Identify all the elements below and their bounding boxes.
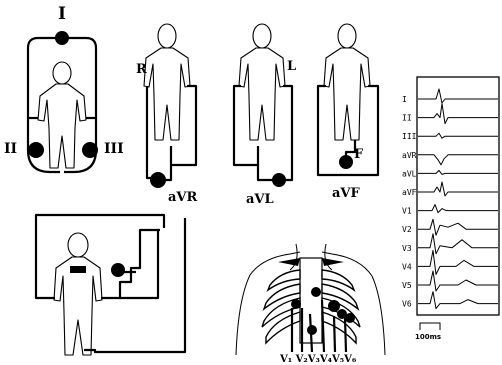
lead-label-v3: V3 (402, 244, 412, 253)
scale-label: 100ms (415, 333, 441, 341)
precordial-electrode (111, 263, 125, 277)
lead-label-v5: V5 (402, 281, 412, 290)
figure-body (54, 233, 102, 355)
avr-electrode (150, 172, 166, 188)
figure-body (324, 24, 370, 140)
lead-I-electrode (55, 31, 69, 45)
avf-panel: F aVF (318, 24, 378, 201)
lead-label-i: I (402, 95, 407, 104)
lead-III-electrode (82, 142, 98, 158)
lead-label-v2: V2 (402, 225, 412, 234)
lead-III-label: III (104, 141, 124, 157)
left-arm-label: L (287, 59, 296, 74)
v2-chest-electrode (311, 287, 321, 297)
avf-label: aVF (332, 186, 361, 201)
precordial-setup-panel (36, 215, 185, 355)
precordial-lead-labels: V₁ V₂V₃V₄V₅V₆ (279, 354, 357, 365)
avr-panel: R aVR (136, 24, 198, 205)
avr-label: aVR (168, 190, 198, 205)
lead-II-electrode (28, 142, 44, 158)
lead-I-label: I (58, 4, 66, 24)
einthoven-panel: I II III (4, 4, 124, 172)
lead-label-avf: aVF (402, 188, 417, 197)
right-arm-label: R (136, 62, 147, 77)
chest-electrode-band (70, 266, 86, 273)
v1-chest-electrode (291, 299, 301, 309)
lead-label-v1: V1 (402, 207, 412, 216)
figure-body (38, 62, 86, 168)
lead-label-v6: V6 (402, 300, 412, 309)
scale-bar (420, 323, 440, 330)
lead-label-v4: V4 (402, 262, 412, 271)
ecg-frame (417, 77, 499, 315)
lead-label-avr: aVR (402, 151, 417, 160)
avl-electrode (272, 173, 286, 187)
avl-panel: L aVL (234, 24, 296, 207)
v3-chest-electrode (328, 300, 340, 312)
lead-label-iii: III (402, 132, 417, 141)
figure-body (144, 24, 190, 140)
chest-panel: V₁ V₂V₃V₄V₅V₆ (236, 244, 385, 365)
avf-electrode (339, 155, 353, 169)
foot-label: F (354, 147, 364, 162)
v5-chest-electrode (345, 313, 355, 323)
v6-chest-electrode (307, 325, 317, 335)
figure-body (239, 24, 285, 140)
avl-label: aVL (246, 192, 274, 207)
lead-label-avl: aVL (402, 169, 417, 178)
lead-label-ii: II (402, 114, 412, 123)
lead-II-label: II (4, 141, 17, 157)
